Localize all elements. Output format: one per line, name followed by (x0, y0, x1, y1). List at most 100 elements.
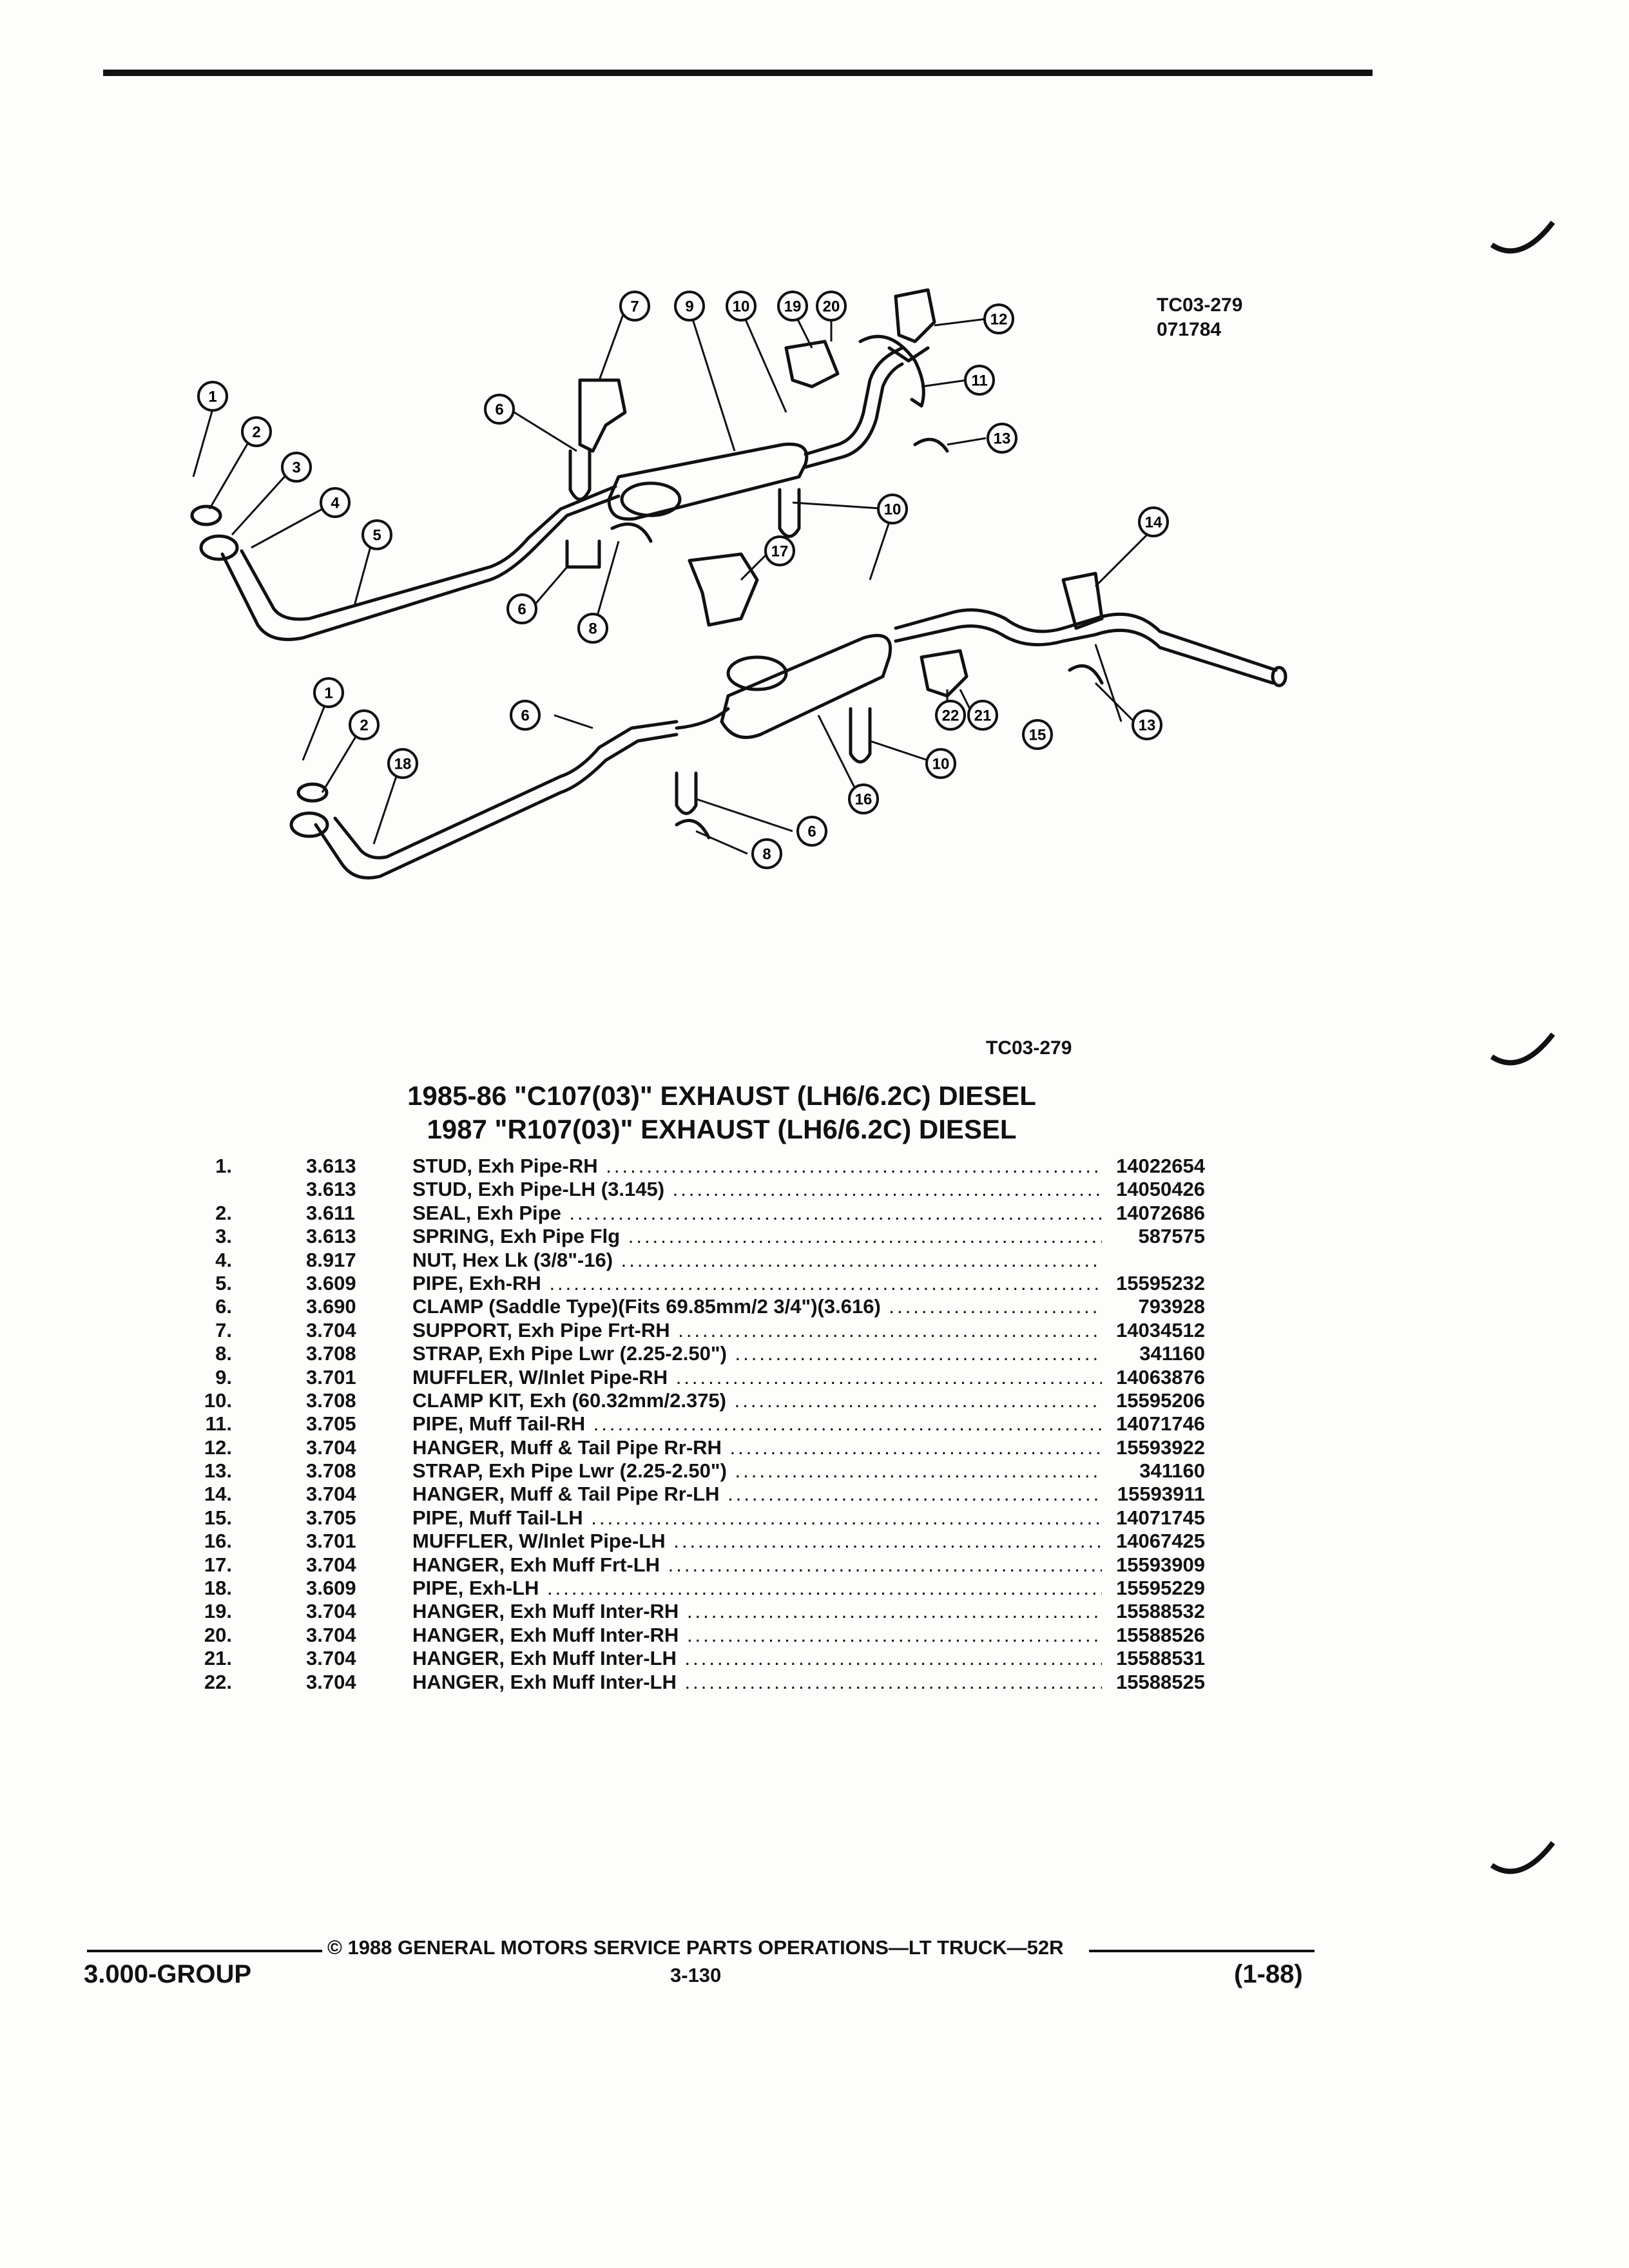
drawing-ref-date: 071784 (1157, 319, 1222, 340)
callout-22: 22 (935, 700, 966, 731)
part-number: 793928 (1132, 1295, 1205, 1319)
callout-1b: 1 (313, 677, 344, 708)
group-label: 3.000-GROUP (84, 1960, 252, 1988)
part-number: 15588532 (1110, 1600, 1205, 1624)
callout-10c: 10 (925, 748, 956, 779)
part-number: 14067425 (1110, 1530, 1205, 1553)
part-index: 16. (204, 1530, 232, 1553)
callout-10b: 10 (877, 494, 908, 524)
margin-mark (1490, 1841, 1556, 1874)
part-index: 8. (215, 1342, 232, 1365)
svg-text:21: 21 (974, 707, 992, 725)
callout-11: 11 (964, 365, 995, 396)
callout-6b: 6 (506, 593, 537, 624)
callout-2b: 2 (349, 709, 380, 740)
svg-text:13: 13 (994, 430, 1011, 448)
group-number: 3.705 (306, 1506, 356, 1529)
svg-text:7: 7 (630, 298, 639, 316)
callout-8a: 8 (577, 613, 608, 644)
callout-1: 1 (197, 381, 228, 412)
part-description: STUD, Exh Pipe-RH (412, 1155, 1102, 1178)
drawing-ref-code: TC03-279 (1157, 294, 1243, 316)
group-number: 3.613 (306, 1155, 356, 1177)
part-index: 15. (204, 1506, 232, 1529)
part-description: PIPE, Muff Tail-LH (412, 1506, 1102, 1530)
group-number: 3.609 (306, 1271, 356, 1294)
part-index: 1. (215, 1155, 232, 1177)
svg-text:1: 1 (324, 685, 333, 702)
top-rule (103, 70, 1373, 76)
group-number: 3.613 (306, 1225, 356, 1248)
part-description: CLAMP (Saddle Type)(Fits 69.85mm/2 3/4")… (412, 1295, 1102, 1318)
part-description: MUFFLER, W/Inlet Pipe-LH (412, 1530, 1102, 1553)
part-description: HANGER, Muff & Tail Pipe Rr-LH (412, 1483, 1102, 1506)
callout-20: 20 (816, 291, 847, 322)
part-description: SEAL, Exh Pipe (412, 1202, 1102, 1225)
group-number: 3.705 (306, 1412, 356, 1436)
callout-10a: 10 (726, 291, 757, 322)
part-description: MUFFLER, W/Inlet Pipe-RH (412, 1366, 1102, 1389)
svg-text:8: 8 (588, 620, 597, 638)
svg-text:6: 6 (517, 601, 526, 619)
group-number: 3.701 (306, 1530, 356, 1553)
svg-text:6: 6 (495, 401, 503, 419)
hanger-inter-lh (920, 649, 969, 698)
callout-5: 5 (361, 519, 392, 550)
svg-text:10: 10 (733, 298, 750, 316)
part-description: CLAMP KIT, Exh (60.32mm/2.375) (412, 1389, 1102, 1412)
part-description: STRAP, Exh Pipe Lwr (2.25-2.50") (412, 1459, 1102, 1483)
callout-6a: 6 (484, 394, 515, 425)
svg-text:2: 2 (252, 424, 260, 441)
revision-date: (1-88) (1234, 1960, 1303, 1988)
part-index: 21. (204, 1647, 232, 1670)
part-number: 14050426 (1110, 1178, 1205, 1202)
group-number: 3.704 (306, 1318, 356, 1341)
callout-8b: 8 (751, 838, 782, 869)
svg-text:6: 6 (521, 707, 529, 725)
part-number: 14071745 (1110, 1506, 1205, 1530)
svg-text:8: 8 (762, 846, 771, 863)
part-index: 22. (204, 1670, 232, 1693)
part-number: 587575 (1132, 1225, 1205, 1249)
callout-19: 19 (777, 291, 808, 322)
title-line-1: 1985-86 "C107(03)" EXHAUST (LH6/6.2C) DI… (407, 1081, 1036, 1111)
muffler-rh (607, 442, 809, 521)
part-index: 9. (215, 1365, 232, 1389)
part-description: PIPE, Exh-RH (412, 1272, 1102, 1295)
part-number: 14022654 (1110, 1155, 1205, 1178)
part-number: 341160 (1133, 1342, 1205, 1366)
flange-rh (199, 534, 239, 561)
svg-text:16: 16 (855, 791, 872, 809)
part-index: 5. (215, 1271, 232, 1294)
svg-text:3: 3 (292, 459, 300, 477)
part-description: SPRING, Exh Pipe Flg (412, 1225, 1102, 1248)
callout-6d: 6 (796, 816, 827, 847)
callout-16: 16 (848, 783, 879, 814)
callout-21: 21 (967, 700, 998, 731)
part-index: 2. (215, 1201, 232, 1224)
part-index: 10. (204, 1389, 232, 1412)
flange-lh (289, 811, 329, 838)
group-number: 3.704 (306, 1670, 356, 1693)
group-number: 3.704 (306, 1483, 356, 1506)
part-description: SUPPORT, Exh Pipe Frt-RH (412, 1319, 1102, 1342)
callout-7: 7 (619, 291, 650, 322)
svg-text:15: 15 (1029, 727, 1046, 744)
exhaust-exploded-diagram: 1 2 3 4 5 6 7 9 10 19 20 12 11 13 10 17 … (190, 288, 1287, 879)
group-number: 3.708 (306, 1342, 356, 1365)
hanger-rr-rh (894, 288, 936, 343)
part-number: 15588531 (1110, 1647, 1205, 1671)
group-number: 3.609 (306, 1577, 356, 1600)
